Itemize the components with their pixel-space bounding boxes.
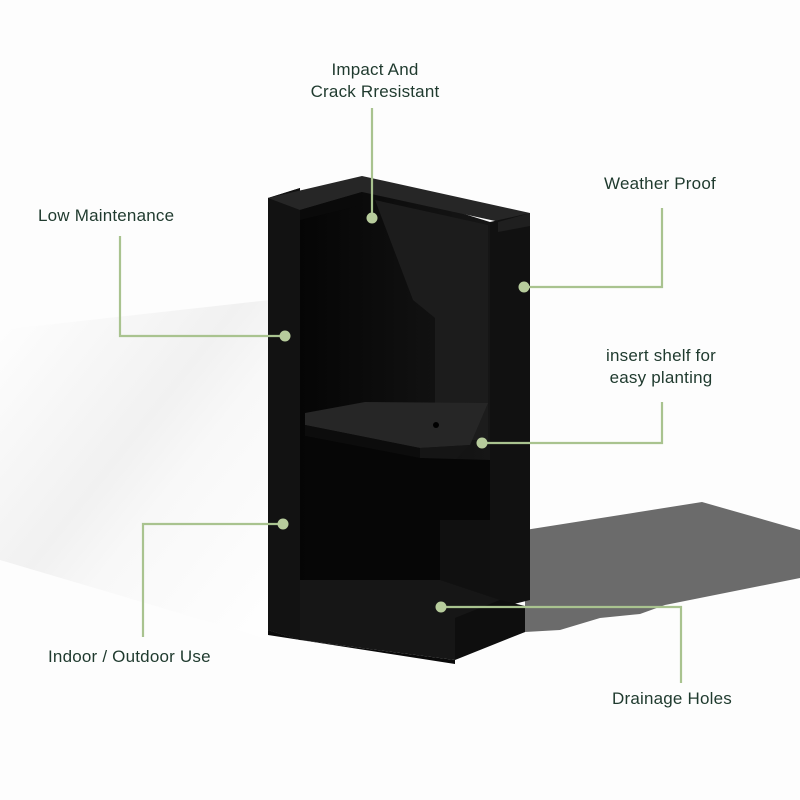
callout-drainage-holes: Drainage Holes	[612, 689, 732, 708]
callout-insert-shelf: insert shelf for easy planting	[586, 345, 736, 389]
cast-shadow	[525, 502, 800, 632]
callout-shelf-line2: easy planting	[609, 368, 713, 387]
floor-shade	[0, 300, 270, 640]
callout-impact-line1: Impact And	[331, 60, 419, 79]
callout-dot-impact	[366, 212, 378, 224]
callout-dot-maintenance	[279, 330, 291, 342]
planter-base	[300, 580, 500, 660]
callout-indoor-outdoor: Indoor / Outdoor Use	[48, 647, 211, 666]
callout-lines	[118, 108, 683, 683]
callout-low-maintenance: Low Maintenance	[38, 206, 175, 225]
callout-dot-indoor	[277, 518, 289, 530]
callout-dot-drainage	[435, 601, 447, 613]
callout-dot-shelf	[476, 437, 488, 449]
planter-shelf	[305, 402, 488, 448]
planter-right-wall	[490, 213, 530, 610]
planter-top-rim	[268, 176, 530, 222]
callout-impact-resistant: Impact And Crack Rresistant	[300, 59, 450, 103]
callout-impact-line2: Crack Rresistant	[310, 82, 440, 101]
callout-weather-proof: Weather Proof	[604, 174, 716, 193]
callout-dot-weather	[518, 281, 530, 293]
callout-shelf-line1: insert shelf for	[606, 346, 716, 365]
